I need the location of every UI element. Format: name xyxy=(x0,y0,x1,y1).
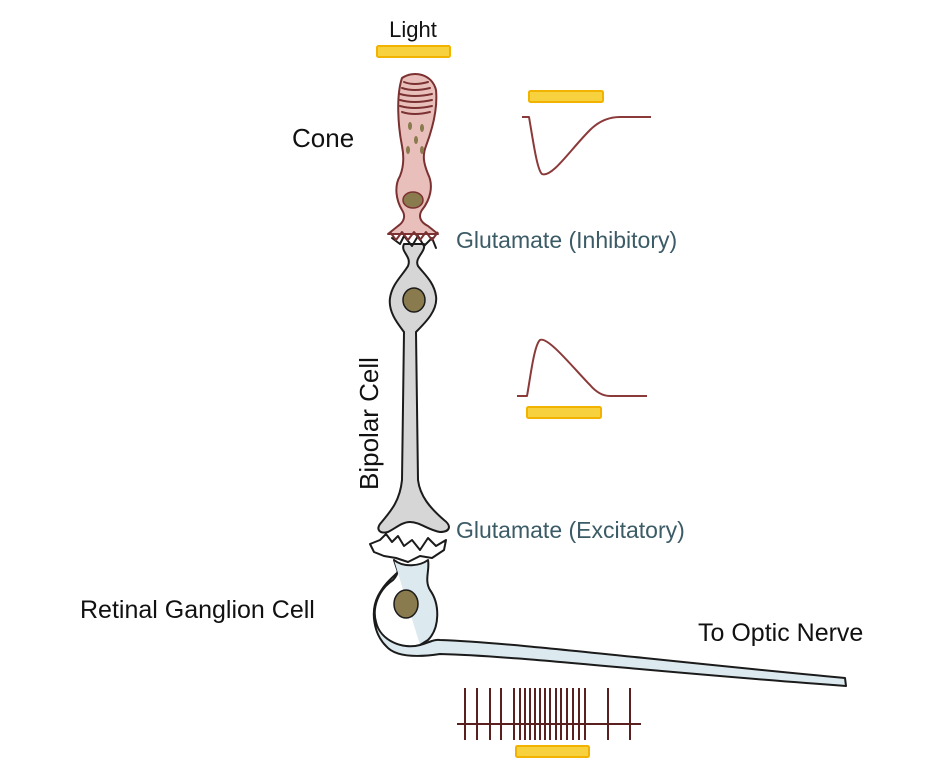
cone-nucleus xyxy=(402,191,424,209)
cone-label: Cone xyxy=(292,123,354,153)
bipolar-response-trace xyxy=(517,338,647,397)
spike-train xyxy=(457,688,641,740)
ganglion-nucleus xyxy=(393,589,419,619)
cone-response-trace xyxy=(522,116,651,176)
retinal-ganglion-cell xyxy=(369,533,847,687)
retinal-ganglion-cell-label: Retinal Ganglion Cell xyxy=(80,596,315,624)
light-bar-spike-train xyxy=(515,745,590,758)
glutamate-excitatory-label: Glutamate (Excitatory) xyxy=(456,517,685,543)
light-bar-top xyxy=(376,45,451,58)
bipolar-cell xyxy=(377,235,450,534)
light-label: Light xyxy=(389,17,437,42)
to-optic-nerve-label: To Optic Nerve xyxy=(698,619,863,647)
cone-photoreceptor xyxy=(387,73,439,241)
light-bar-cone-trace xyxy=(528,90,604,103)
light-bar-bipolar-trace xyxy=(526,406,602,419)
bipolar-cell-label: Bipolar Cell xyxy=(354,357,384,490)
glutamate-inhibitory-label: Glutamate (Inhibitory) xyxy=(456,227,677,253)
bipolar-nucleus xyxy=(402,287,426,313)
